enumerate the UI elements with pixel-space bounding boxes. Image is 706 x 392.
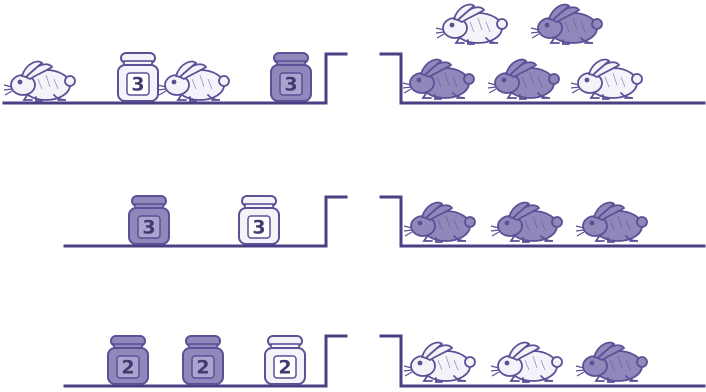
jar-weight-label: 3 bbox=[252, 217, 265, 239]
jar-weight-label: 3 bbox=[284, 74, 297, 96]
right-pan bbox=[381, 336, 704, 386]
right-pan bbox=[381, 197, 704, 246]
weight-jar: 2 bbox=[265, 336, 305, 384]
rabbit-icon bbox=[571, 60, 642, 99]
rabbit-icon bbox=[404, 203, 475, 242]
rabbit-icon bbox=[576, 343, 647, 382]
balance-row: 2 2 2 bbox=[65, 336, 704, 386]
weight-jar: 3 bbox=[239, 196, 279, 244]
rabbit-icon bbox=[491, 203, 562, 242]
rabbit-icon bbox=[436, 5, 507, 44]
left-pan: 2 2 2 bbox=[65, 336, 346, 386]
jar-weight-label: 3 bbox=[131, 74, 144, 96]
right-pan bbox=[381, 5, 704, 103]
rabbit-icon bbox=[404, 343, 475, 382]
jar-weight-label: 2 bbox=[121, 357, 134, 379]
weight-jar: 2 bbox=[183, 336, 223, 384]
rabbit-icon bbox=[403, 60, 474, 99]
weight-jar: 3 bbox=[129, 196, 169, 244]
rabbit-icon bbox=[4, 62, 75, 101]
weight-jar: 3 bbox=[118, 53, 158, 101]
jar-weight-label: 2 bbox=[196, 357, 209, 379]
jar-weight-label: 3 bbox=[142, 217, 155, 239]
rabbit-icon bbox=[531, 5, 602, 44]
rabbit-icon bbox=[158, 62, 229, 101]
weight-jar: 3 bbox=[271, 53, 311, 101]
weight-jar: 2 bbox=[108, 336, 148, 384]
left-pan-line bbox=[65, 197, 346, 246]
rabbit-icon bbox=[491, 343, 562, 382]
jar-weight-label: 2 bbox=[278, 357, 291, 379]
rabbit-icon bbox=[576, 203, 647, 242]
rabbit-icon bbox=[488, 60, 559, 99]
